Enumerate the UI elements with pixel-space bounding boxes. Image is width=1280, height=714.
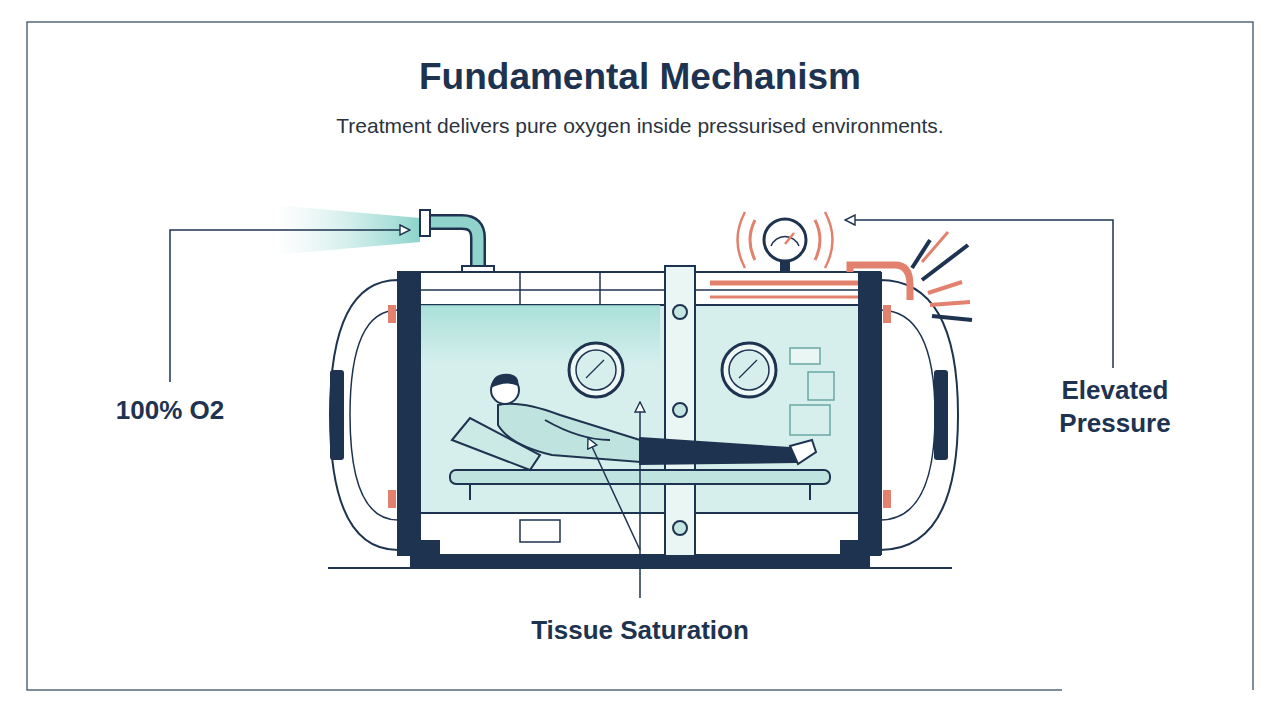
chamber-path bbox=[640, 438, 797, 464]
chamber-path bbox=[330, 280, 398, 550]
chamber-rect bbox=[397, 272, 421, 555]
diagram-title: Fundamental Mechanism bbox=[419, 56, 861, 98]
chamber-path bbox=[428, 222, 478, 270]
chamber-circle bbox=[722, 343, 776, 397]
leader-line bbox=[639, 402, 641, 598]
chamber-path bbox=[491, 374, 518, 388]
chamber-line bbox=[469, 484, 471, 500]
chamber-line bbox=[586, 360, 604, 378]
diagram-caption: Treatment delivers pure oxygen inside pr… bbox=[336, 114, 943, 138]
chamber-line bbox=[519, 272, 521, 305]
chamber-path bbox=[498, 404, 640, 462]
chamber-line bbox=[809, 484, 811, 500]
chamber-rect bbox=[790, 405, 830, 435]
chamber-path bbox=[545, 420, 610, 440]
chamber-line bbox=[420, 289, 860, 291]
chamber-line bbox=[932, 316, 972, 320]
callout-label: 100% O2 bbox=[112, 392, 228, 429]
chamber-path bbox=[790, 440, 816, 464]
chamber-rect bbox=[388, 490, 396, 508]
chamber-path bbox=[428, 222, 478, 270]
leader-line bbox=[845, 220, 1113, 368]
chamber-line bbox=[739, 360, 757, 378]
chamber-rect bbox=[420, 305, 660, 365]
chamber-rect bbox=[330, 370, 344, 460]
chamber-path bbox=[771, 236, 799, 246]
chamber-circle bbox=[673, 305, 687, 319]
frame-border bbox=[27, 22, 1253, 690]
chamber-rect bbox=[520, 520, 560, 542]
chamber-rect bbox=[883, 305, 891, 323]
callout-label: Tissue Saturation bbox=[527, 612, 753, 649]
chamber-rect bbox=[398, 272, 880, 555]
chamber-rect bbox=[808, 372, 834, 400]
chamber-circle bbox=[673, 403, 687, 417]
chamber-path bbox=[815, 220, 820, 260]
chamber-rect bbox=[420, 540, 440, 560]
chamber-line bbox=[710, 296, 858, 299]
chamber-rect bbox=[840, 540, 860, 560]
chamber-rect bbox=[934, 370, 948, 460]
chamber-rect bbox=[420, 210, 430, 236]
chamber-path bbox=[350, 310, 398, 520]
chamber-circle bbox=[576, 350, 616, 390]
leader-line bbox=[588, 438, 640, 550]
chamber-rect bbox=[665, 266, 695, 558]
chamber-rect bbox=[858, 272, 882, 555]
chamber-rect bbox=[790, 348, 820, 364]
leader-line bbox=[170, 230, 410, 382]
chamber-rect bbox=[883, 490, 891, 508]
chamber-line bbox=[710, 281, 858, 286]
chamber-circle bbox=[569, 343, 623, 397]
chamber-path bbox=[825, 212, 833, 268]
chamber-line bbox=[599, 272, 601, 305]
chamber-circle bbox=[764, 219, 806, 261]
chamber-circle bbox=[729, 350, 769, 390]
chamber-line bbox=[930, 302, 970, 305]
chamber-path bbox=[750, 220, 755, 260]
chamber-line bbox=[922, 245, 968, 280]
chamber-line bbox=[928, 282, 962, 293]
callout-label: Elevated Pressure bbox=[1036, 372, 1194, 443]
chamber-line bbox=[922, 232, 948, 262]
chamber-path bbox=[880, 310, 935, 520]
chamber-path bbox=[738, 212, 746, 268]
chamber-path bbox=[850, 265, 910, 300]
chamber-circle bbox=[673, 521, 687, 535]
chamber-line bbox=[785, 233, 794, 244]
chamber-path bbox=[880, 280, 958, 550]
chamber-rect bbox=[388, 305, 396, 323]
